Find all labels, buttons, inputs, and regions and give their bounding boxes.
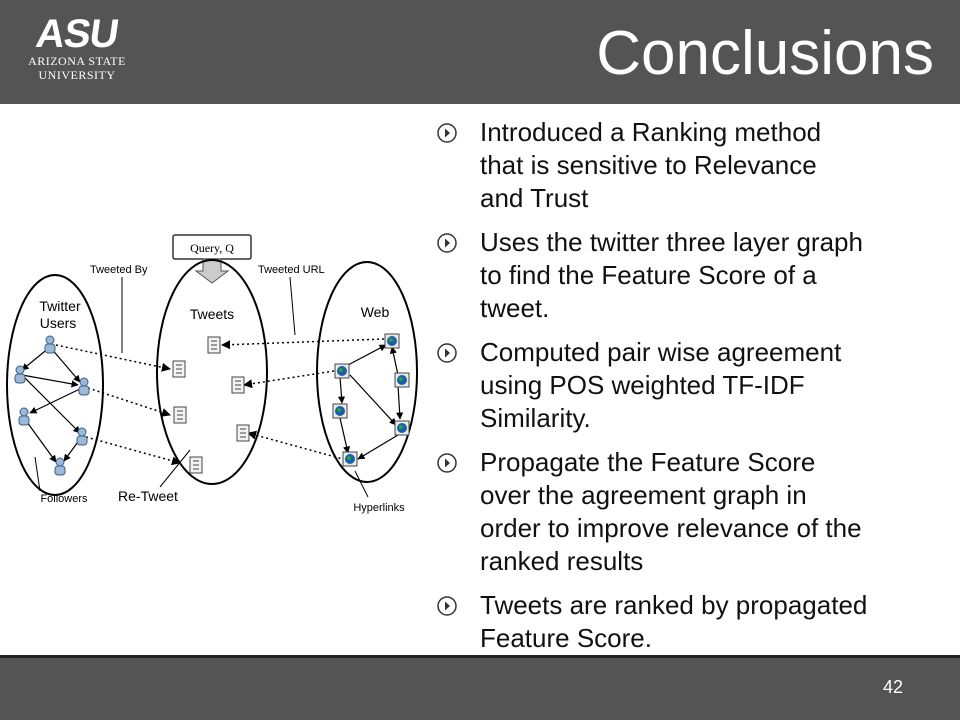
- bullet-item: Introduced a Ranking method that is sens…: [432, 116, 942, 215]
- web-nodes: [332, 333, 410, 467]
- user-tweet-edges: [55, 344, 181, 466]
- asu-logo-line-1: ARIZONA STATE: [28, 54, 126, 68]
- bullet-item: Tweets are ranked by propagated Feature …: [432, 589, 942, 655]
- circled-arrow-bullet-icon: [437, 596, 457, 616]
- web-ellipse: [316, 261, 418, 483]
- asu-logo-line-2: UNIVERSITY: [38, 68, 116, 82]
- bullet-item: Propagate the Feature Score over the agr…: [432, 446, 942, 578]
- document-icon: [231, 376, 245, 394]
- tweets-label: Tweets: [190, 306, 234, 322]
- document-icon: [173, 406, 187, 424]
- web-page-icon: [334, 363, 350, 379]
- bullet-line: that is sensitive to Relevance: [480, 150, 817, 180]
- web-edges: [337, 344, 404, 460]
- user-icon: [78, 377, 90, 396]
- bullet-line: Computed pair wise agreement: [480, 337, 842, 367]
- bullet-line: over the agreement graph in: [480, 480, 807, 510]
- bullet-line: Introduced a Ranking method: [480, 117, 822, 147]
- bullet-line: Propagate the Feature Score: [480, 447, 816, 477]
- bullet-item: Uses the twitter three layer graph to fi…: [432, 226, 942, 325]
- retweet-pointer: [159, 449, 191, 488]
- user-icon: [44, 335, 56, 354]
- retweet-label: Re-Tweet: [118, 488, 178, 504]
- followers-label: Followers: [40, 493, 88, 505]
- tweet-web-edges: [221, 338, 385, 462]
- document-icon: [207, 336, 221, 354]
- user-icon: [14, 365, 26, 384]
- slide-header: ASU ARIZONA STATE UNIVERSITY Conclusions: [0, 0, 960, 104]
- three-layer-graph-diagram: Query, Q Tweeted By Tweeted URL Twitter …: [6, 234, 418, 514]
- web-page-icon: [394, 372, 410, 388]
- web-page-icon: [342, 451, 358, 467]
- bullet-line: order to improve relevance of the: [480, 513, 862, 543]
- circled-arrow-bullet-icon: [437, 123, 457, 143]
- document-icon: [172, 360, 186, 378]
- circled-arrow-bullet-icon: [437, 453, 457, 473]
- twitter-users-label-2: Users: [40, 315, 77, 331]
- conclusion-bullets: Introduced a Ranking method that is sens…: [432, 116, 942, 666]
- twitter-users-label-1: Twitter: [39, 298, 81, 314]
- user-icon: [54, 457, 66, 476]
- user-icon: [18, 407, 30, 426]
- user-edges: [21, 346, 85, 463]
- hyperlinks-label: Hyperlinks: [353, 502, 405, 514]
- circled-arrow-bullet-icon: [437, 233, 457, 253]
- document-icon: [189, 456, 203, 474]
- bullet-line: Uses the twitter three layer graph: [480, 227, 863, 257]
- bullet-line: ranked results: [480, 546, 644, 576]
- hyperlinks-pointer: [354, 470, 369, 498]
- circled-arrow-bullet-icon: [437, 343, 457, 363]
- tweeted-by-label: Tweeted By: [90, 264, 148, 276]
- bullet-line: Feature Score.: [480, 623, 652, 653]
- web-page-icon: [394, 420, 410, 436]
- web-page-icon: [332, 403, 348, 419]
- web-label: Web: [361, 304, 390, 320]
- bullet-line: using POS weighted TF-IDF: [480, 370, 805, 400]
- slide-title: Conclusions: [596, 19, 934, 88]
- user-icon: [76, 427, 88, 446]
- asu-logo-mark: ASU: [33, 12, 121, 56]
- asu-logo: ASU ARIZONA STATE UNIVERSITY: [22, 12, 142, 94]
- web-page-icon: [384, 333, 400, 349]
- bullet-line: and Trust: [480, 183, 589, 213]
- document-icon: [236, 424, 250, 442]
- query-label: Query, Q: [190, 241, 234, 255]
- user-nodes: [14, 335, 90, 476]
- tweeted-url-label: Tweeted URL: [258, 264, 325, 276]
- followers-pointer: [34, 456, 41, 492]
- tweets-ellipse: [156, 259, 268, 485]
- page-number: 42: [882, 677, 903, 697]
- slide-footer: [0, 655, 960, 720]
- tweet-nodes: [172, 336, 250, 474]
- twitter-users-ellipse: [6, 274, 104, 496]
- bullet-line: Similarity.: [480, 403, 591, 433]
- bullet-item: Computed pair wise agreement using POS w…: [432, 336, 942, 435]
- bullet-line: tweet.: [480, 293, 550, 323]
- bullet-line: Tweets are ranked by propagated: [480, 590, 868, 620]
- bullet-line: to find the Feature Score of a: [480, 260, 817, 290]
- tweeted-url-pointer: [289, 276, 296, 336]
